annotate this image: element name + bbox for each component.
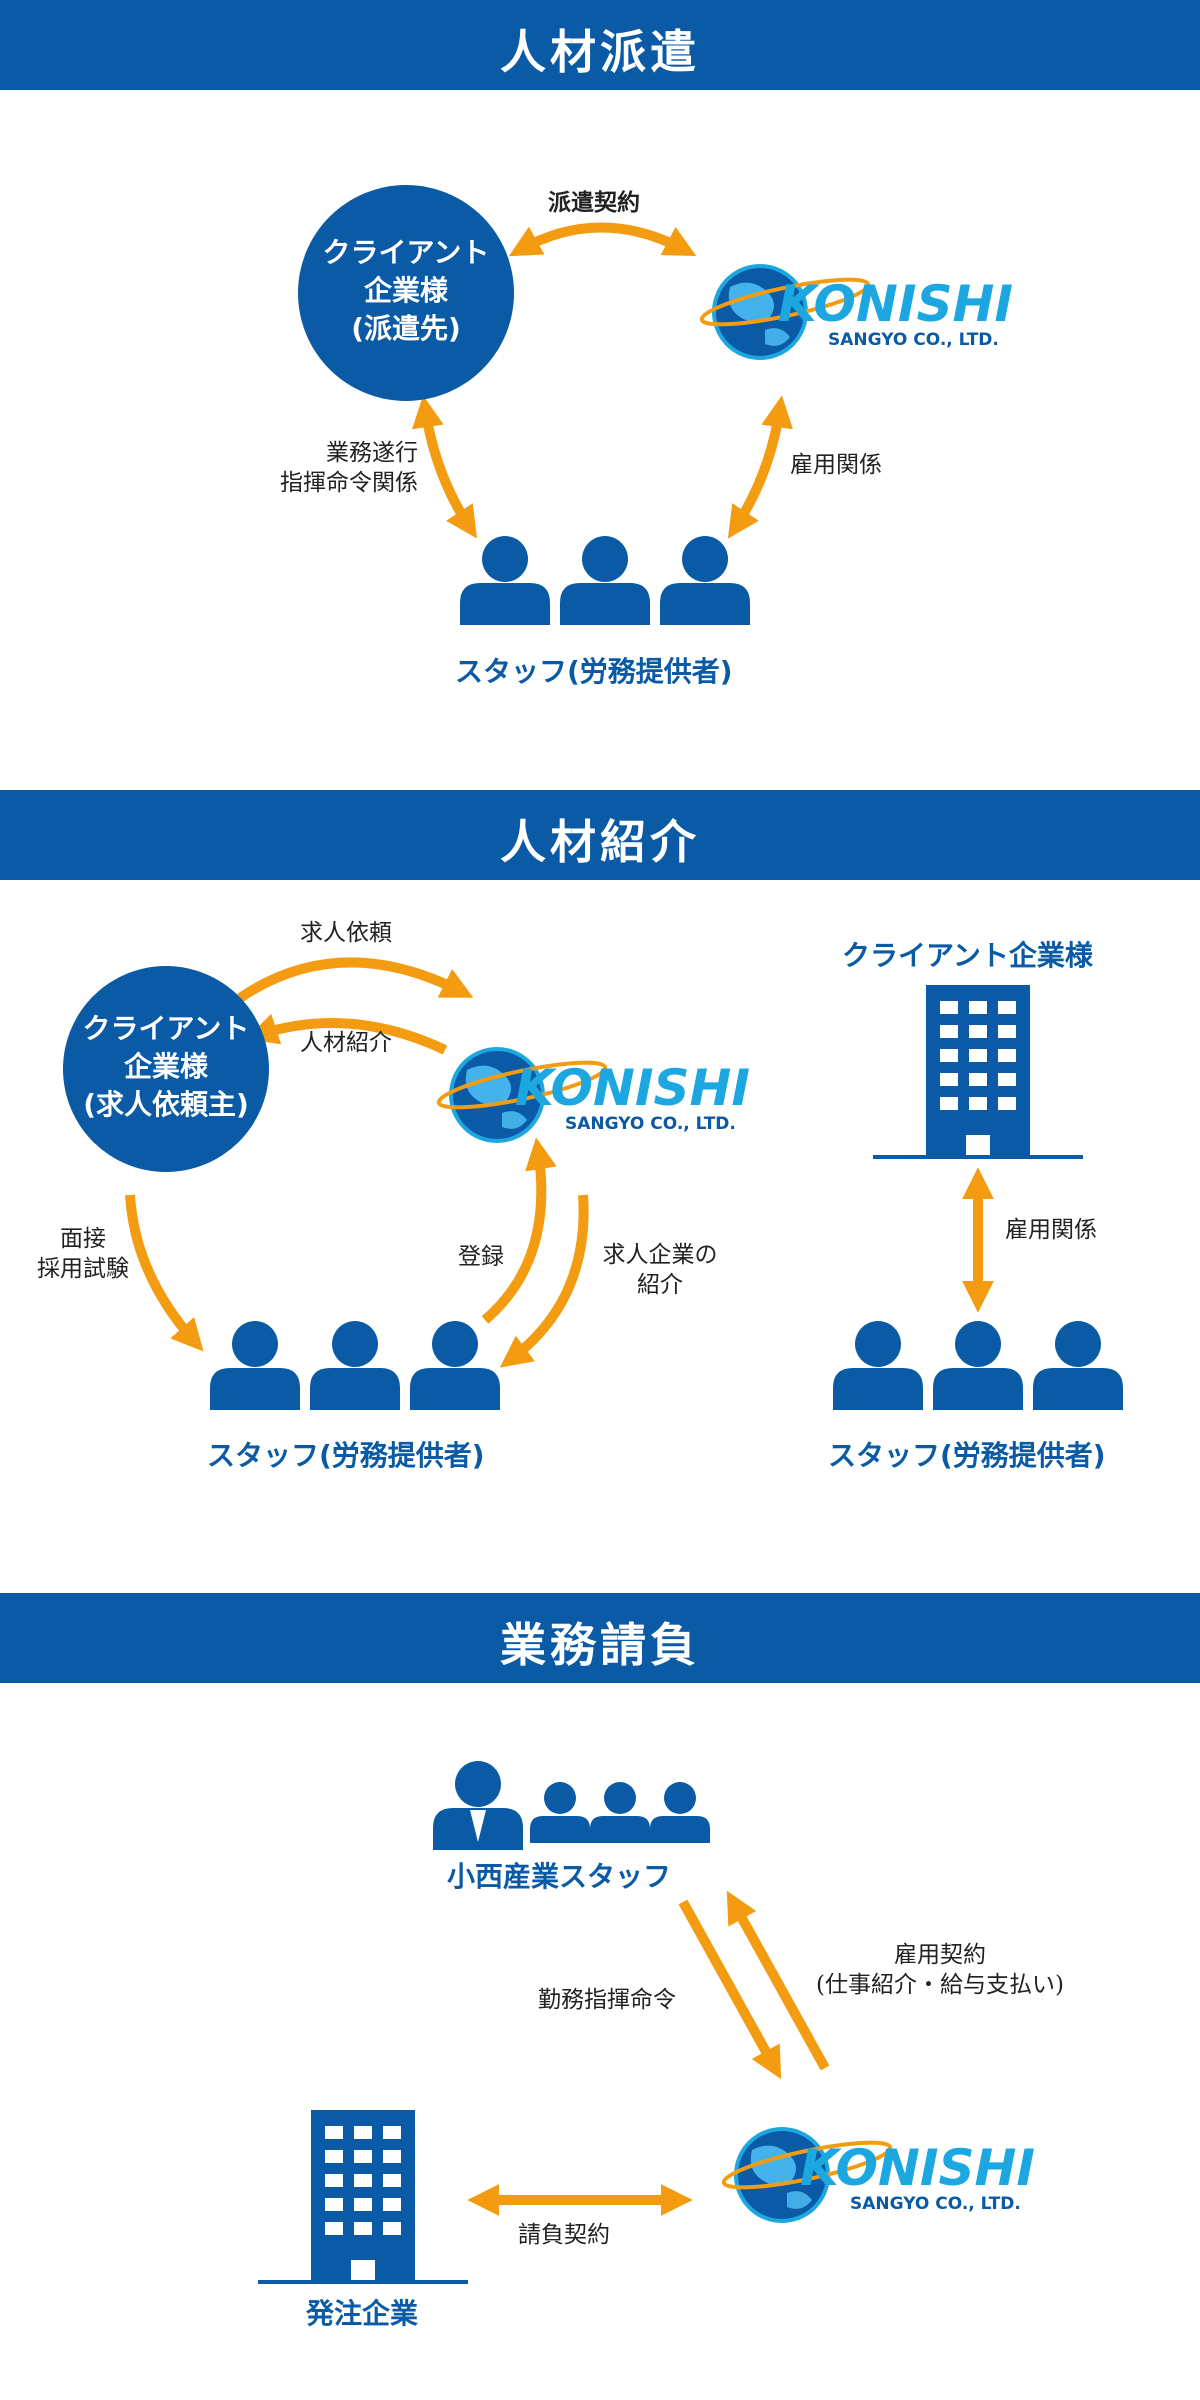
client-label-line: (派遣先) bbox=[351, 312, 461, 345]
logo-name: KONISHI bbox=[515, 1059, 750, 1117]
staff-person-icon bbox=[590, 1782, 650, 1843]
section2-staff-icons bbox=[210, 1321, 1123, 1410]
employment-contract-arrow bbox=[726, 1890, 830, 2071]
logo-tagline: SANGYO CO., LTD. bbox=[565, 1114, 736, 1134]
client-building-icon bbox=[873, 985, 1083, 1159]
staff-person-icon bbox=[460, 536, 550, 625]
section-banner bbox=[0, 790, 1200, 880]
staff-person-icon bbox=[933, 1321, 1023, 1410]
section-title: 人材派遣 bbox=[500, 25, 700, 79]
manager-person-icon bbox=[433, 1761, 523, 1850]
command-label: 業務遂行 指揮命令関係 bbox=[280, 440, 418, 496]
client-circle bbox=[63, 966, 269, 1172]
client-circle-text: クライアント 企業様 (求人依頼主) bbox=[82, 1012, 250, 1121]
employment-label: 雇用関係 bbox=[790, 452, 882, 478]
staff-person-icon bbox=[210, 1321, 300, 1410]
logo-name: KONISHI bbox=[800, 2139, 1035, 2197]
staff-person-icon bbox=[410, 1321, 500, 1410]
logo-tagline: SANGYO CO., LTD. bbox=[828, 330, 999, 350]
dispatch-contract-arrow bbox=[508, 222, 697, 257]
client-circle-text: クライアント 企業様 (派遣先) bbox=[298, 234, 514, 348]
client-label-line: 企業様 bbox=[363, 274, 448, 307]
section-banner bbox=[0, 1593, 1200, 1683]
employment-arrow bbox=[727, 395, 793, 539]
dispatch-contract-label: 派遣契約 bbox=[548, 189, 640, 216]
interview-label: 面接 採用試験 bbox=[37, 1226, 129, 1282]
work-command-arrow bbox=[678, 1899, 782, 2080]
section3-staff-icons bbox=[433, 1761, 710, 1850]
staff-label: スタッフ(労務提供者) bbox=[207, 1439, 485, 1472]
staff-person-icon bbox=[530, 1782, 590, 1843]
section1-staff-icons bbox=[460, 536, 750, 625]
client-label-line: クライアント bbox=[322, 236, 490, 269]
staff-label: スタッフ(労務提供者) bbox=[455, 655, 733, 688]
client-circle bbox=[298, 185, 514, 401]
right-client-label: クライアント企業様 bbox=[842, 939, 1093, 972]
company-intro-label: 求人企業の 紹介 bbox=[602, 1242, 718, 1298]
talent-intro-label: 人材紹介 bbox=[300, 1030, 392, 1056]
staff-person-icon bbox=[650, 1782, 710, 1843]
staff-person-icon bbox=[310, 1321, 400, 1410]
section1-arrows bbox=[412, 222, 793, 539]
konishi-staff-label: 小西産業スタッフ bbox=[447, 1860, 672, 1893]
employment-contract-label: 雇用契約 (仕事紹介・給与支払い) bbox=[816, 1942, 1064, 1998]
job-request-arrow bbox=[237, 957, 474, 1003]
orderer-label: 発注企業 bbox=[306, 2297, 419, 2330]
staff-person-icon bbox=[660, 536, 750, 625]
staff-person-icon bbox=[1033, 1321, 1123, 1410]
konishi-logo: KONISHI SANGYO CO., LTD. bbox=[778, 278, 1013, 350]
job-request-label: 求人依頼 bbox=[300, 920, 392, 946]
section-title: 人材紹介 bbox=[500, 815, 700, 869]
konishi-logo: KONISHI SANGYO CO., LTD. bbox=[515, 1062, 750, 1134]
section-banner bbox=[0, 0, 1200, 90]
command-arrow bbox=[412, 395, 478, 539]
logo-tagline: SANGYO CO., LTD. bbox=[850, 2194, 1021, 2214]
subcontract-label: 請負契約 bbox=[518, 2222, 610, 2248]
interview-arrow bbox=[125, 1194, 204, 1352]
staff-person-icon bbox=[560, 536, 650, 625]
register-label: 登録 bbox=[458, 1244, 504, 1270]
section-title: 業務請負 bbox=[500, 1618, 700, 1672]
right-employment-label: 雇用関係 bbox=[1005, 1217, 1097, 1243]
talent-intro-arrow bbox=[245, 1013, 448, 1055]
staff-person-icon bbox=[833, 1321, 923, 1410]
work-command-label: 勤務指揮命令 bbox=[538, 1987, 676, 2013]
register-arrow bbox=[481, 1137, 557, 1324]
orderer-building-icon bbox=[258, 2110, 468, 2284]
konishi-logo: KONISHI SANGYO CO., LTD. bbox=[800, 2142, 1035, 2214]
section2-arrows bbox=[125, 957, 995, 1368]
company-intro-arrow bbox=[499, 1194, 589, 1368]
right-staff-label: スタッフ(労務提供者) bbox=[828, 1439, 1106, 1472]
logo-name: KONISHI bbox=[778, 275, 1013, 333]
section3-arrows bbox=[467, 1890, 830, 2217]
